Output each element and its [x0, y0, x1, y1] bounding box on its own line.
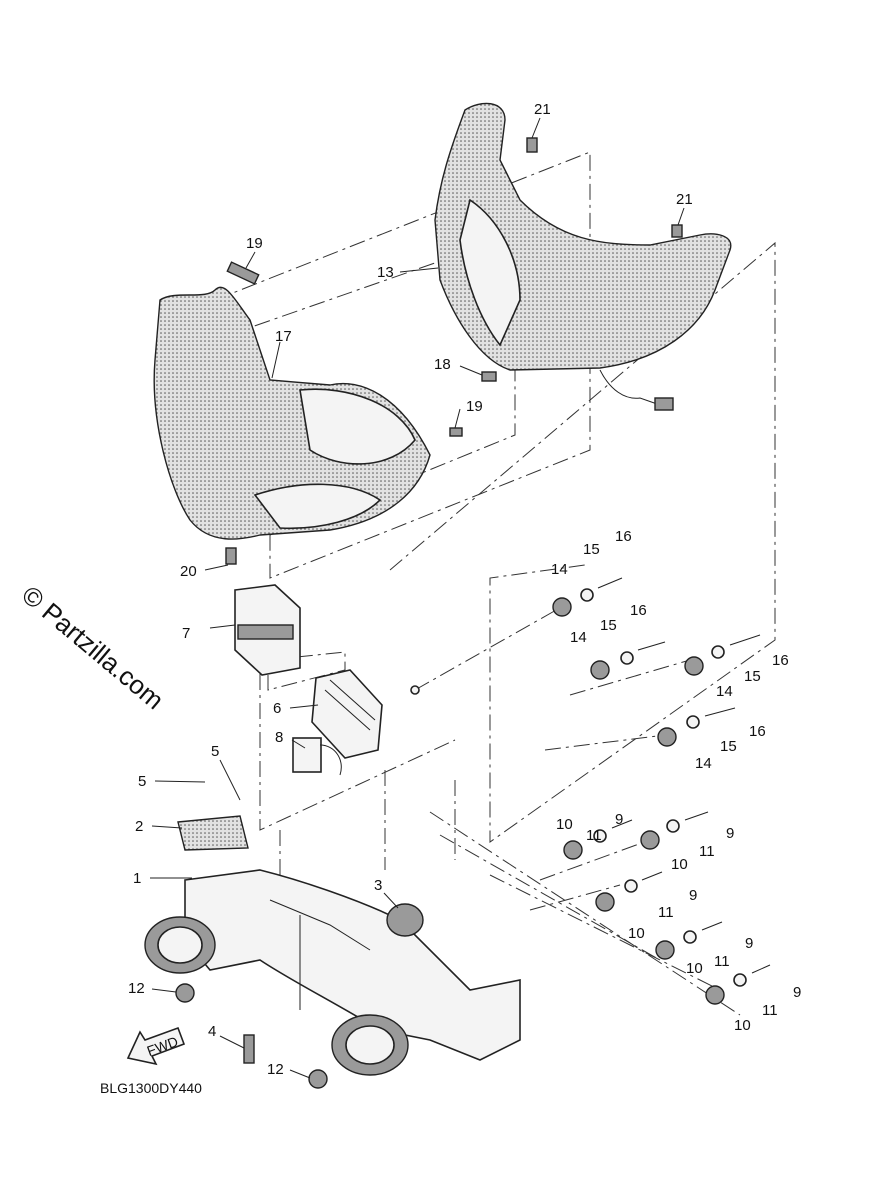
callout-14a: 14 [551, 561, 568, 578]
callout-16d: 16 [749, 723, 766, 740]
callout-15d: 15 [720, 738, 737, 755]
watermark: © Partzilla.com [16, 580, 169, 716]
callout-20: 20 [180, 563, 197, 580]
callout-8: 8 [275, 729, 283, 746]
leader-lines [150, 117, 685, 1079]
callout-6: 6 [273, 700, 281, 717]
callout-10d: 10 [686, 960, 703, 977]
callout-16a: 16 [615, 528, 632, 545]
callout-4: 4 [208, 1023, 216, 1040]
callout-7: 7 [182, 625, 190, 642]
callout-15c: 15 [744, 668, 761, 685]
callout-14b: 14 [570, 629, 587, 646]
callout-12a: 12 [128, 980, 145, 997]
fasteners [175, 577, 771, 1089]
callout-17: 17 [275, 328, 292, 345]
callout-15b: 15 [600, 617, 617, 634]
callout-labels: 1 2 3 4 5 5 6 7 8 9 9 9 9 9 10 10 10 10 … [128, 101, 801, 1078]
callout-10e: 10 [734, 1017, 751, 1034]
callout-9e: 9 [793, 984, 801, 1001]
sound-part-3 [386, 903, 424, 937]
diagram-code: BLG1300DY440 [100, 1080, 202, 1096]
callout-11a: 11 [586, 827, 602, 844]
callout-1: 1 [133, 870, 141, 887]
fwd-label: FWD [145, 1033, 180, 1059]
callout-9a: 9 [615, 811, 623, 828]
callout-11d: 11 [714, 953, 730, 970]
callout-21b: 21 [676, 191, 693, 208]
callout-16c: 16 [772, 652, 789, 669]
callout-18: 18 [434, 356, 451, 373]
callout-2: 2 [135, 818, 143, 835]
bracket-plate [177, 815, 249, 851]
callout-9b: 9 [726, 825, 734, 842]
callout-9c: 9 [689, 887, 697, 904]
regulator-unit [311, 669, 383, 759]
callout-14d: 14 [695, 755, 712, 772]
callout-3: 3 [374, 877, 382, 894]
small-parts [225, 137, 683, 565]
callout-11c: 11 [658, 904, 674, 921]
callout-21a: 21 [534, 101, 551, 118]
ecu-unit [234, 584, 301, 676]
callout-9d: 9 [745, 935, 753, 952]
callout-11b: 11 [699, 843, 715, 860]
callout-19a: 19 [246, 235, 263, 252]
callout-10c: 10 [628, 925, 645, 942]
front-cowl [153, 286, 431, 540]
clip-part-4 [243, 1034, 255, 1064]
callout-5a: 5 [138, 773, 146, 790]
callout-12b: 12 [267, 1061, 284, 1078]
callout-11e: 11 [762, 1002, 778, 1019]
callout-15a: 15 [583, 541, 600, 558]
callout-16b: 16 [630, 602, 647, 619]
forward-arrow: FWD [126, 1026, 186, 1066]
callout-10b: 10 [671, 856, 688, 873]
headlight-stay-assembly [144, 869, 521, 1076]
callout-10a: 10 [556, 816, 573, 833]
inner-fairing-panel [434, 102, 732, 411]
callout-13: 13 [377, 264, 394, 281]
callout-14c: 14 [716, 683, 733, 700]
callout-5b: 5 [211, 743, 219, 760]
callout-19b: 19 [466, 398, 483, 415]
